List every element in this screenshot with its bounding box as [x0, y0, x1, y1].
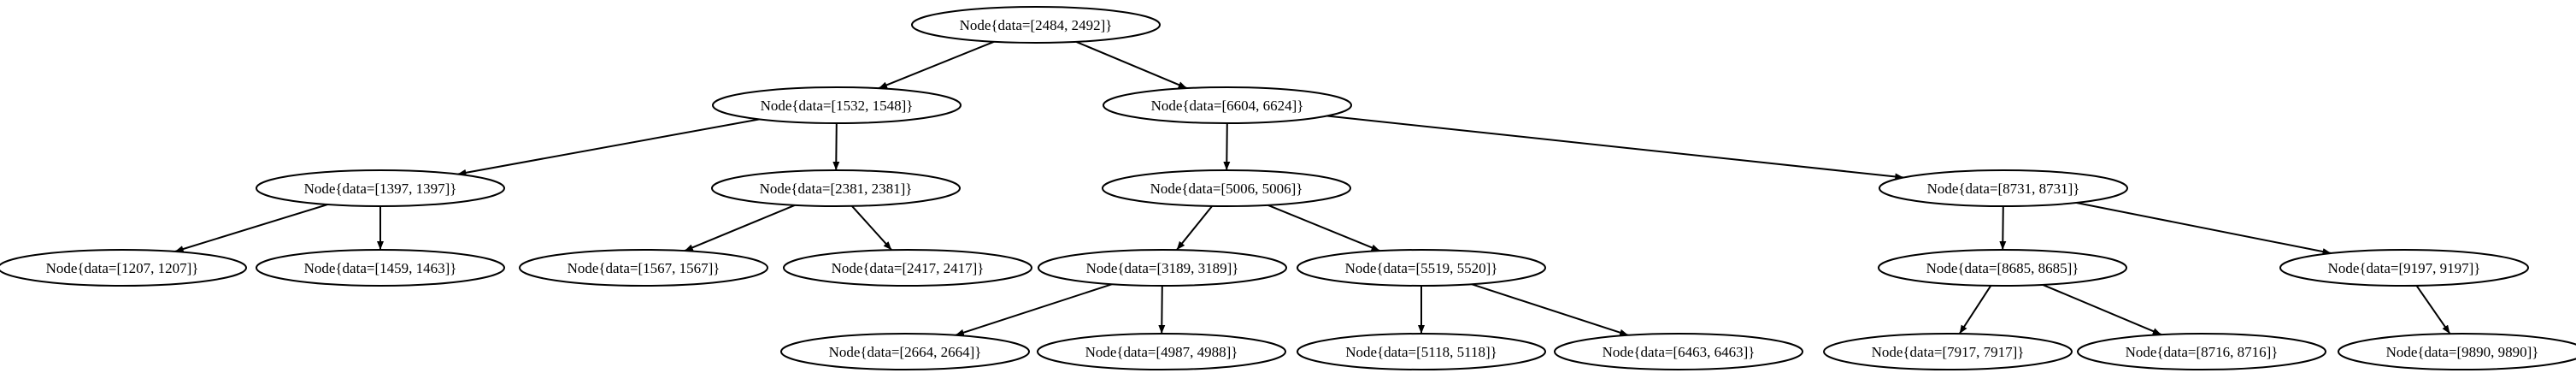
edge-arrow — [955, 283, 1113, 336]
node-label: Node{data=[5118, 5118]} — [1345, 344, 1497, 360]
edge-arrow — [832, 122, 840, 171]
edge-arrow — [1223, 122, 1231, 171]
tree-node: Node{data=[5118, 5118]} — [1297, 333, 1546, 370]
node-ellipse — [1037, 333, 1286, 370]
node-label: Node{data=[3189, 3189]} — [1086, 260, 1239, 276]
tree-node: Node{data=[1532, 1548]} — [712, 86, 962, 124]
node-ellipse — [519, 249, 768, 287]
node-ellipse — [0, 249, 247, 287]
node-ellipse — [711, 169, 961, 207]
node-ellipse — [1297, 249, 1546, 287]
tree-node: Node{data=[2484, 2492]} — [911, 6, 1161, 44]
node-ellipse — [780, 333, 1030, 370]
tree-node: Node{data=[1397, 1397]} — [256, 169, 505, 207]
edge-arrow — [1326, 115, 1904, 181]
node-ellipse — [2077, 333, 2326, 370]
edge-arrow — [684, 204, 796, 252]
tree-node: Node{data=[1459, 1463]} — [256, 249, 505, 287]
edge-arrow — [174, 204, 328, 252]
node-label: Node{data=[1532, 1548]} — [761, 98, 914, 114]
node-label: Node{data=[7917, 7917]} — [1872, 344, 2025, 360]
node-label: Node{data=[2417, 2417]} — [832, 260, 985, 276]
edges-layer — [174, 40, 2451, 336]
tree-node: Node{data=[5006, 5006]} — [1102, 169, 1351, 207]
tree-node: Node{data=[2664, 2664]} — [780, 333, 1030, 370]
node-ellipse — [1038, 249, 1287, 287]
tree-node: Node{data=[5519, 5520]} — [1297, 249, 1546, 287]
tree-node: Node{data=[6463, 6463]} — [1554, 333, 1803, 370]
node-label: Node{data=[5006, 5006]} — [1150, 181, 1303, 197]
node-label: Node{data=[8716, 8716]} — [2126, 344, 2279, 360]
edge-arrow — [1267, 204, 1380, 252]
node-ellipse — [1879, 169, 2128, 207]
node-ellipse — [256, 249, 505, 287]
node-label: Node{data=[2381, 2381]} — [760, 181, 913, 197]
edge-arrow — [1075, 40, 1188, 90]
node-ellipse — [2279, 249, 2529, 287]
tree-node: Node{data=[1207, 1207]} — [0, 249, 247, 287]
tree-node: Node{data=[7917, 7917]} — [1823, 333, 2073, 370]
node-ellipse — [1103, 86, 1352, 124]
edge-arrow — [2042, 283, 2162, 336]
tree-node: Node{data=[8716, 8716]} — [2077, 333, 2326, 370]
node-ellipse — [1878, 249, 2127, 287]
node-label: Node{data=[9197, 9197]} — [2328, 260, 2481, 276]
tree-node: Node{data=[8685, 8685]} — [1878, 249, 2127, 287]
node-ellipse — [1102, 169, 1351, 207]
node-label: Node{data=[5519, 5520]} — [1345, 260, 1498, 276]
edge-arrow — [2076, 202, 2332, 255]
node-ellipse — [783, 249, 1032, 287]
edge-arrow — [878, 40, 995, 90]
edge-arrow — [1471, 283, 1629, 336]
node-ellipse — [1554, 333, 1803, 370]
tree-node: Node{data=[9197, 9197]} — [2279, 249, 2529, 287]
tree-node: Node{data=[1567, 1567]} — [519, 249, 768, 287]
nodes-layer: Node{data=[2484, 2492]} Node{data=[1532, … — [0, 6, 2576, 370]
node-label: Node{data=[9890, 9890]} — [2386, 344, 2539, 360]
node-ellipse — [712, 86, 962, 124]
node-label: Node{data=[1207, 1207]} — [46, 260, 199, 276]
node-ellipse — [2338, 333, 2576, 370]
node-label: Node{data=[2484, 2492]} — [960, 17, 1113, 33]
node-ellipse — [1823, 333, 2073, 370]
edge-arrow — [2415, 285, 2451, 335]
tree-node: Node{data=[2381, 2381]} — [711, 169, 961, 207]
node-ellipse — [1297, 333, 1546, 370]
node-label: Node{data=[1397, 1397]} — [304, 181, 457, 197]
node-label: Node{data=[8731, 8731]} — [1927, 181, 2080, 197]
edge-arrow — [457, 118, 760, 176]
edge-arrow — [1176, 205, 1213, 251]
edge-arrow — [1958, 285, 1992, 335]
tree-node: Node{data=[3189, 3189]} — [1038, 249, 1287, 287]
tree-node: Node{data=[4987, 4988]} — [1037, 333, 1286, 370]
node-label: Node{data=[4987, 4988]} — [1085, 344, 1238, 360]
node-label: Node{data=[8685, 8685]} — [1926, 260, 2079, 276]
tree-node: Node{data=[6604, 6624]} — [1103, 86, 1352, 124]
node-label: Node{data=[6463, 6463]} — [1603, 344, 1756, 360]
edge-arrow — [851, 205, 892, 251]
node-ellipse — [911, 6, 1161, 44]
node-ellipse — [256, 169, 505, 207]
node-label: Node{data=[2664, 2664]} — [829, 344, 982, 360]
tree-node: Node{data=[9890, 9890]} — [2338, 333, 2576, 370]
node-label: Node{data=[1459, 1463]} — [304, 260, 457, 276]
tree-node: Node{data=[8731, 8731]} — [1879, 169, 2128, 207]
node-label: Node{data=[6604, 6624]} — [1151, 98, 1304, 114]
tree-node: Node{data=[2417, 2417]} — [783, 249, 1032, 287]
node-label: Node{data=[1567, 1567]} — [568, 260, 720, 276]
